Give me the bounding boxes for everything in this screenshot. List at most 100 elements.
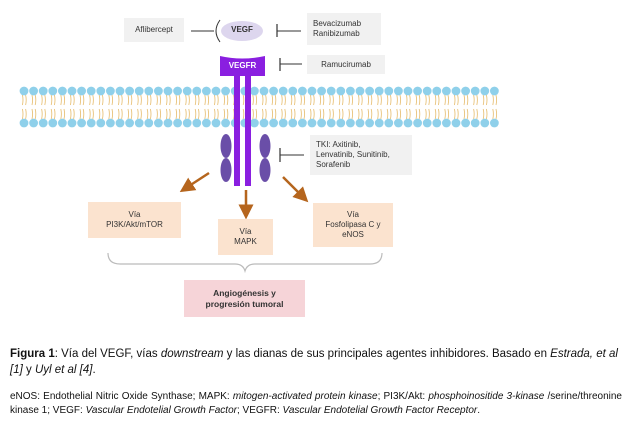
lipid-tail bbox=[101, 94, 104, 106]
lipid-head bbox=[317, 118, 326, 128]
abbr-italic: phosphoinositide 3-kinase bbox=[428, 391, 545, 402]
lipid-head bbox=[288, 86, 298, 96]
lipid-head bbox=[115, 118, 125, 128]
lipid-head bbox=[211, 86, 221, 96]
lipid-head bbox=[96, 86, 106, 96]
lipid-tail bbox=[386, 94, 389, 106]
caption-text: . bbox=[92, 364, 96, 376]
outcome-box: Angiogénesis y progresión tumoral bbox=[184, 280, 305, 317]
lipid-tail bbox=[79, 108, 82, 120]
lipid-head bbox=[422, 86, 432, 96]
lipid-tail bbox=[217, 108, 219, 120]
lipid-tail bbox=[367, 108, 370, 120]
lipid-tail bbox=[351, 94, 354, 106]
lipid-tail bbox=[92, 108, 94, 120]
lipid-tail bbox=[242, 94, 245, 106]
lipid-head bbox=[374, 86, 384, 96]
lipid-tail bbox=[60, 94, 62, 106]
lipid-tail bbox=[271, 94, 274, 106]
abbr-text: . bbox=[477, 405, 481, 416]
ramucirumab-box: Ramucirumab bbox=[307, 55, 385, 74]
lipid-tail bbox=[322, 108, 325, 120]
lipid-head bbox=[19, 118, 29, 128]
lipid-tail bbox=[73, 108, 75, 120]
lipid-tail bbox=[396, 108, 398, 120]
lipid-tail bbox=[41, 108, 43, 120]
lipid-tail bbox=[60, 108, 62, 120]
lipid-head bbox=[346, 86, 355, 96]
lipid-tail bbox=[348, 108, 350, 120]
lipid-head bbox=[154, 118, 163, 128]
lipid-tail bbox=[204, 108, 206, 120]
lipid-tail bbox=[108, 94, 110, 106]
caption-text: : Vía del VEGF, vías bbox=[54, 348, 161, 360]
lipid-tail bbox=[178, 108, 181, 120]
lipid-tail bbox=[44, 108, 46, 120]
lipid-tail bbox=[284, 94, 286, 106]
lipid-head bbox=[461, 86, 470, 96]
lipid-tail bbox=[389, 108, 392, 120]
lipid-head bbox=[365, 86, 374, 96]
pathway-plc-line-2: Fosfolipasa C y bbox=[325, 220, 381, 229]
lipid-tail bbox=[322, 94, 325, 106]
pathway-mapk-box: Vía MAPK bbox=[218, 219, 273, 255]
lipid-head bbox=[470, 118, 480, 128]
lipid-head bbox=[422, 118, 432, 128]
lipid-tail bbox=[341, 108, 344, 120]
lipid-tail bbox=[265, 108, 267, 120]
lipid-head bbox=[250, 86, 259, 96]
lipid-head bbox=[413, 118, 422, 128]
lipid-tail bbox=[370, 94, 373, 106]
lipid-tail bbox=[463, 94, 466, 106]
lipid-head bbox=[96, 118, 106, 128]
arrow-to-plc bbox=[282, 176, 309, 203]
lipid-head bbox=[77, 86, 86, 96]
caption-citation: Uyl et al [4] bbox=[34, 364, 93, 376]
lipid-tail bbox=[156, 94, 158, 106]
lipid-tail bbox=[149, 108, 152, 120]
lipid-tail bbox=[361, 108, 363, 120]
pathway-pi3k-line-2: PI3K/Akt/mTOR bbox=[106, 220, 163, 229]
lipid-tail bbox=[415, 94, 418, 106]
lipid-tail bbox=[207, 108, 210, 120]
abbr-text: ; VEGFR: bbox=[236, 405, 283, 416]
lipid-tail bbox=[303, 108, 306, 120]
bevacizumab-label: Bevacizumab bbox=[313, 19, 362, 28]
lipid-tail bbox=[50, 108, 53, 120]
lipid-head bbox=[202, 86, 211, 96]
lipid-head bbox=[86, 118, 96, 128]
lipid-head bbox=[182, 118, 192, 128]
lipid-head bbox=[144, 118, 154, 128]
lipid-tail bbox=[492, 108, 494, 120]
lipid-tail bbox=[175, 94, 178, 106]
lipid-tail bbox=[92, 94, 94, 106]
lipid-tail bbox=[495, 108, 498, 120]
lipid-head bbox=[48, 86, 58, 96]
lipid-tail bbox=[149, 94, 152, 106]
lipid-tail bbox=[127, 94, 130, 106]
lipid-tail bbox=[290, 94, 293, 106]
lipid-tail bbox=[169, 108, 171, 120]
lipid-tail bbox=[197, 94, 200, 106]
vegf-pathway-diagram bbox=[19, 19, 499, 274]
lipid-tail bbox=[361, 94, 363, 106]
lipid-head bbox=[19, 86, 29, 96]
lipid-head bbox=[355, 86, 365, 96]
lipid-tail bbox=[242, 108, 245, 120]
pathway-plc-line-1: Vía bbox=[346, 210, 359, 219]
lipid-head bbox=[278, 118, 288, 128]
lipid-tail bbox=[140, 94, 142, 106]
lipid-tail bbox=[207, 94, 210, 106]
lipid-tail bbox=[482, 94, 485, 106]
lipid-tail bbox=[482, 108, 485, 120]
lipid-tail bbox=[357, 108, 360, 120]
lipid-tail bbox=[473, 94, 475, 106]
lipid-tail bbox=[140, 108, 142, 120]
lipid-tail bbox=[300, 94, 302, 106]
lipid-head bbox=[29, 118, 38, 128]
lipid-tail bbox=[319, 94, 322, 106]
kinase-domain-left bbox=[220, 134, 232, 182]
lipid-tail bbox=[332, 108, 334, 120]
lipid-tail bbox=[101, 108, 104, 120]
lipid-tail bbox=[309, 108, 312, 120]
